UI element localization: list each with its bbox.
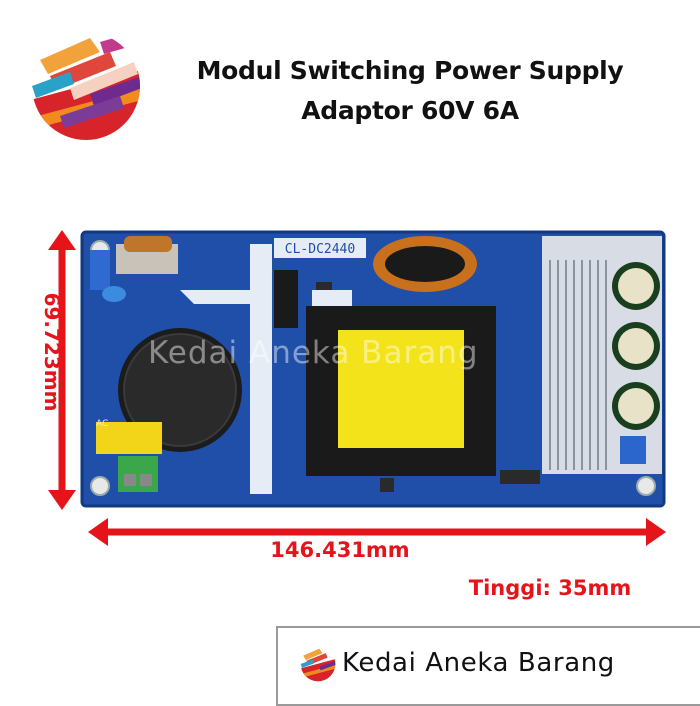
- brand-footer-name: Kedai Aneka Barang: [342, 648, 615, 678]
- width-dimension-arrow: [88, 518, 666, 546]
- product-title-line1: Modul Switching Power Supply: [196, 56, 624, 85]
- width-dimension-label: 146.431mm: [270, 538, 410, 562]
- brand-footer-logo: [300, 646, 336, 682]
- brand-watermark: Kedai Aneka Barang: [148, 335, 479, 371]
- product-title-line2: Adaptor 60V 6A: [301, 96, 519, 125]
- board-silkscreen-label: CL-DC2440: [285, 242, 355, 257]
- ac-label: AC: [96, 419, 108, 429]
- brand-logo: [32, 32, 140, 140]
- height-tinggi-label: Tinggi: 35mm: [468, 576, 632, 600]
- height-dimension-label: 69.723mm: [40, 292, 64, 412]
- height-dimension-arrow: [48, 230, 76, 510]
- pcb-board-image: CL-DC2440 AC: [80, 230, 666, 508]
